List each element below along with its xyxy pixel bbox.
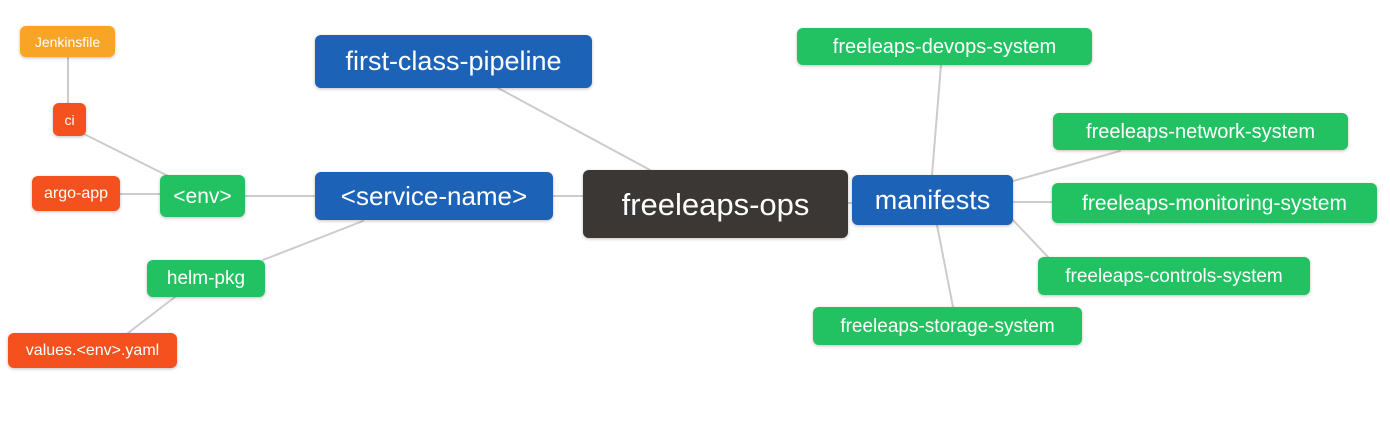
edge-pipeline-freeleaps-ops xyxy=(497,87,651,171)
node-jenkinsfile[interactable]: Jenkinsfile xyxy=(20,26,115,57)
node-env[interactable]: <env> xyxy=(160,175,245,217)
node-helm-pkg[interactable]: helm-pkg xyxy=(147,260,265,297)
node-network-system[interactable]: freeleaps-network-system xyxy=(1053,113,1348,150)
edge-manifests-devops xyxy=(931,64,942,176)
node-controls-system[interactable]: freeleaps-controls-system xyxy=(1038,257,1310,295)
edge-manifests-controls xyxy=(1011,218,1049,258)
node-argo-app[interactable]: argo-app xyxy=(32,176,120,211)
edge-manifests-storage xyxy=(936,224,954,308)
node-first-class-pipeline[interactable]: first-class-pipeline xyxy=(315,35,592,88)
node-values-env-yaml[interactable]: values.<env>.yaml xyxy=(8,333,177,368)
node-freeleaps-ops-root[interactable]: freeleaps-ops xyxy=(583,170,848,238)
node-storage-system[interactable]: freeleaps-storage-system xyxy=(813,307,1082,345)
edge-ci-env xyxy=(83,133,169,177)
node-service-name[interactable]: <service-name> xyxy=(315,172,553,220)
node-manifests[interactable]: manifests xyxy=(852,175,1013,225)
edge-helm-pkg-values xyxy=(127,296,176,334)
edge-manifests-network xyxy=(1012,150,1121,182)
node-ci[interactable]: ci xyxy=(53,103,86,136)
node-monitoring-system[interactable]: freeleaps-monitoring-system xyxy=(1052,183,1377,223)
edge-service-name-helm-pkg xyxy=(262,220,364,261)
node-devops-system[interactable]: freeleaps-devops-system xyxy=(797,28,1092,65)
